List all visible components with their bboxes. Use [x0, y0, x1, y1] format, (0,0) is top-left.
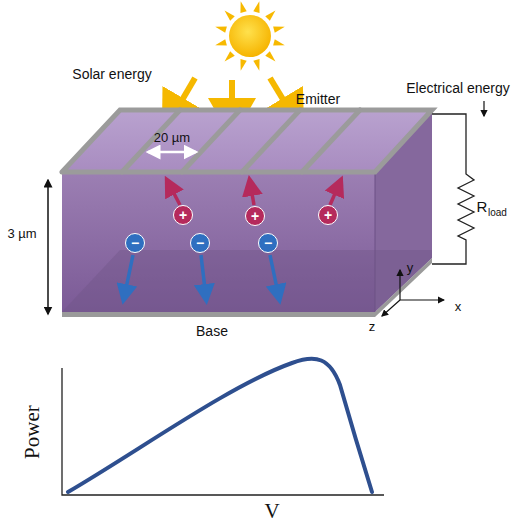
sun-ray: [225, 11, 235, 21]
charge-sign: +: [179, 208, 187, 222]
callout-label: Emitter: [296, 91, 340, 107]
dimension-label: 20 µm: [154, 131, 190, 146]
coordinate-axes: [382, 270, 444, 316]
charge-sign: +: [324, 208, 332, 222]
subscript-label: load: [488, 207, 507, 219]
charge-sign: −: [196, 236, 204, 250]
sun-rays: [215, 1, 285, 71]
charge-sign: +: [251, 209, 259, 223]
resistor-symbol: [458, 168, 474, 246]
axis-label: x: [455, 300, 462, 315]
energy-arrow: [483, 101, 484, 116]
axis-title: Power: [20, 405, 44, 459]
dimension-arrow: [148, 151, 196, 154]
sun-ray: [273, 39, 285, 45]
callout-label: Base: [196, 323, 228, 339]
sun-ray: [215, 39, 227, 45]
hole-arrows: [168, 182, 340, 205]
emitter-fingers: [62, 110, 432, 172]
electron-charge: −: [125, 233, 145, 253]
sun-ray: [265, 11, 275, 21]
sun-ray: [273, 26, 285, 32]
resistor-label: R: [477, 198, 488, 215]
hole-charge: +: [173, 205, 193, 225]
electron-arrows: [124, 255, 279, 298]
sun-ray: [253, 1, 259, 13]
power-curve: [68, 359, 372, 492]
hole-charge: +: [318, 205, 338, 225]
axis-label: y: [407, 261, 414, 276]
sun-ray: [215, 26, 227, 32]
callout-label: Solar energy: [72, 66, 151, 82]
axis-label: z: [369, 320, 376, 335]
sun-ray: [240, 59, 246, 71]
charge-sign: −: [131, 236, 139, 250]
sun-ray: [240, 1, 246, 13]
sun-ray: [253, 59, 259, 71]
hole-charge: +: [245, 206, 265, 226]
axis-title: V: [264, 499, 279, 523]
base-shadow: [62, 250, 432, 312]
sun-ray: [265, 51, 275, 61]
sun: [229, 15, 271, 57]
electron-charge: −: [258, 233, 278, 253]
wire: [432, 246, 466, 264]
cell-top-face: [62, 110, 432, 172]
charge-sign: −: [264, 236, 272, 250]
wire: [432, 114, 466, 168]
dimension-arrow: [47, 180, 49, 314]
chart-axes: [62, 368, 384, 495]
sun-ray: [225, 51, 235, 61]
dimension-label: 3 µm: [7, 227, 36, 242]
callout-label: Electrical energy: [406, 80, 510, 96]
electron-charge: −: [190, 233, 210, 253]
